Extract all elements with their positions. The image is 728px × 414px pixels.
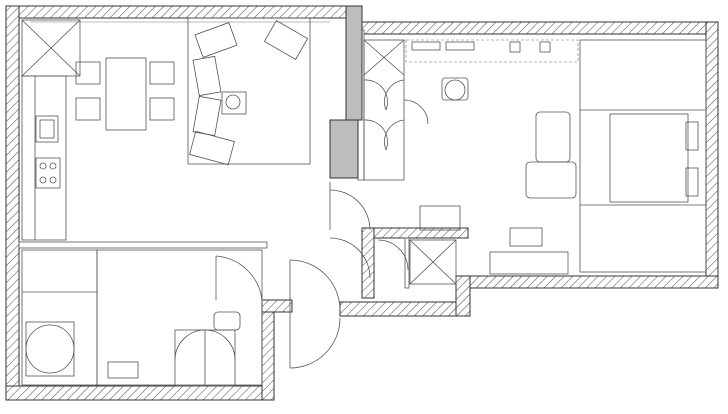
chimney-column xyxy=(345,5,363,121)
dining-table xyxy=(75,57,175,131)
kitchen xyxy=(21,19,81,241)
sofa-icon xyxy=(535,111,571,163)
storage-room xyxy=(377,239,457,285)
chair-icon xyxy=(149,97,175,121)
wardrobe xyxy=(363,39,429,181)
bedroom xyxy=(405,39,707,275)
lamp xyxy=(411,41,441,51)
bathroom xyxy=(21,249,263,387)
hallway-doors xyxy=(289,182,371,369)
chair-icon xyxy=(444,79,466,101)
stove-icon xyxy=(35,157,61,189)
shaft xyxy=(329,119,359,179)
chair-icon xyxy=(75,97,101,121)
desk-icon xyxy=(419,205,461,231)
shower-icon xyxy=(25,321,75,377)
toilet-icon xyxy=(213,311,241,331)
bathtub-icon xyxy=(96,249,263,386)
chair-icon xyxy=(75,61,101,85)
interior-walls xyxy=(18,5,469,299)
chair-icon xyxy=(149,61,175,85)
bed-icon xyxy=(609,113,689,203)
sink-icon xyxy=(107,361,139,379)
sink-icon xyxy=(35,115,59,143)
sofa-icon xyxy=(187,17,311,166)
